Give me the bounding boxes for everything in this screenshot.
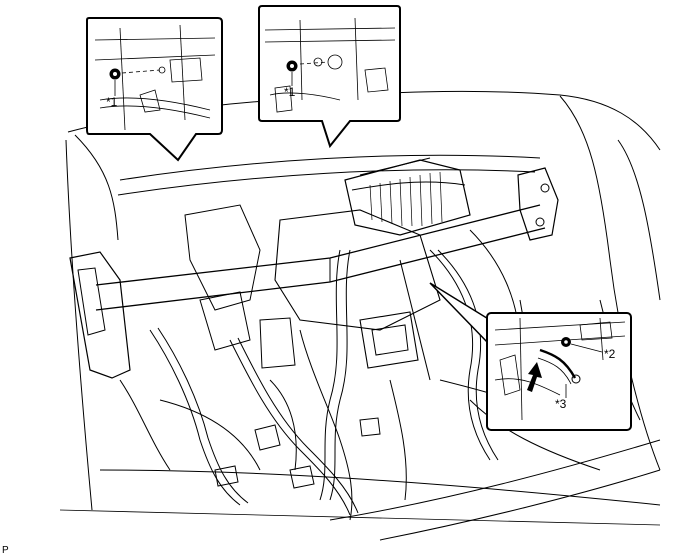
bolt-icon [109, 68, 121, 80]
callout-pointer-right [429, 282, 491, 347]
callout-label-bracket: *3 [555, 397, 567, 411]
callout-right: *2 *3 [486, 312, 632, 431]
figure-id: P [2, 545, 9, 556]
callout-label-left: *1 [106, 95, 118, 109]
callout-label-nut: *2 [604, 347, 616, 361]
callout-label-center: *1 [284, 85, 296, 99]
bolt-icon [286, 60, 298, 72]
direction-arrow-icon [527, 362, 542, 392]
dashboard-assembly-drawing [59, 90, 661, 541]
callout-center: *1 [258, 5, 401, 149]
callout-left: *1 [86, 17, 223, 162]
nut-icon [561, 337, 571, 347]
